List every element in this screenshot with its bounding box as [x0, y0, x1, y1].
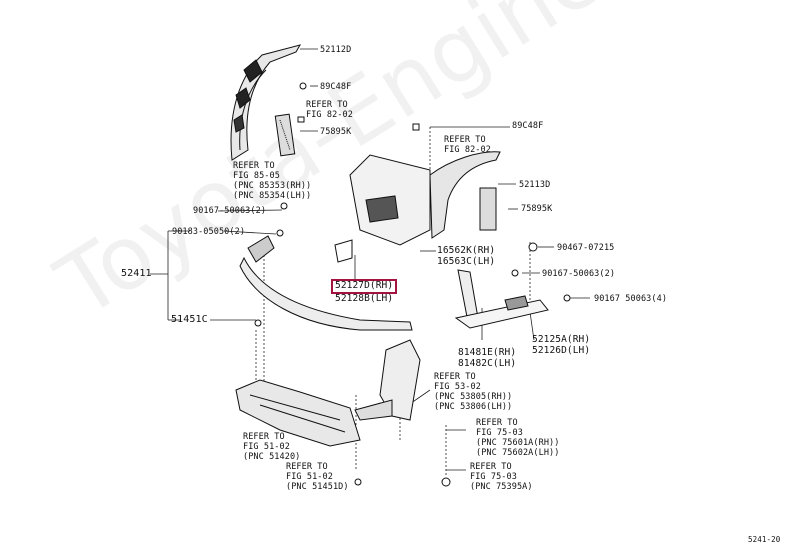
label-81481e[interactable]: 81481E(RH) 81482C(LH) — [458, 347, 517, 369]
label-51451c[interactable]: 51451C — [171, 314, 208, 325]
bumper-lower-strip-drawing — [239, 235, 413, 331]
label-89c48f-right[interactable]: 89C48F — [512, 121, 544, 131]
label-90467-07215[interactable]: 90467-07215 — [557, 243, 615, 253]
label-16562k[interactable]: 16562K(RH) 16563C(LH) — [437, 245, 496, 267]
label-refer-fig-75-03-a: REFER TO FIG 75-03 (PNC 75601A(RH)) (PNC… — [476, 418, 560, 458]
label-52411[interactable]: 52411 — [121, 268, 152, 279]
fasteners — [254, 82, 571, 487]
label-75895k-right[interactable]: 75895K — [521, 204, 553, 214]
label-refer-fig-82-02-right: REFER TO FIG 82-02 — [444, 135, 491, 155]
label-90183-05050[interactable]: 90183-05050(2) — [172, 227, 246, 237]
label-90167-50063-4[interactable]: 90167 50063(4) — [594, 294, 668, 304]
fender-liner-left-drawing — [230, 44, 302, 161]
label-refer-fig-75-03-b: REFER TO FIG 75-03 (PNC 75395A) — [470, 462, 533, 492]
leader-lines — [150, 48, 590, 471]
fender-liner-right-drawing — [429, 151, 501, 239]
label-75895k-left[interactable]: 75895K — [320, 127, 352, 137]
label-90167-50063-right[interactable]: 90167-50063(2) — [542, 269, 616, 279]
label-52127d[interactable]: 52127D(RH) — [335, 280, 394, 291]
label-refer-fig-82-02-left: REFER TO FIG 82-02 — [306, 100, 353, 120]
label-52113d[interactable]: 52113D — [519, 180, 551, 190]
label-refer-fig-53-02: REFER TO FIG 53-02 (PNC 53805(RH)) (PNC … — [434, 372, 513, 412]
seal-strip-left-drawing — [274, 113, 296, 157]
undercover-drawing — [235, 379, 361, 447]
bumper-cover-center-drawing — [334, 154, 431, 263]
label-refer-fig-85-05: REFER TO FIG 85-05 (PNC 85353(RH)) (PNC … — [233, 161, 312, 201]
frame-bracket-drawing — [354, 339, 421, 421]
label-52125a[interactable]: 52125A(RH) 52126D(LH) — [532, 334, 591, 356]
label-90167-50063-left[interactable]: 90167-50063(2) — [193, 206, 267, 216]
highlight-box-52127d — [331, 279, 397, 294]
label-52112d[interactable]: 52112D — [320, 45, 352, 55]
figure-id: 5241-20 — [748, 535, 781, 544]
bracket-81481e-drawing — [454, 269, 549, 329]
label-52128b[interactable]: 52128B(LH) — [335, 293, 394, 304]
label-89c48f-left[interactable]: 89C48F — [320, 82, 352, 92]
label-refer-fig-51-02: REFER TO FIG 51-02 (PNC 51420) — [243, 432, 301, 462]
label-refer-fig-51-02-b: REFER TO FIG 51-02 (PNC 51451D) — [286, 462, 349, 492]
